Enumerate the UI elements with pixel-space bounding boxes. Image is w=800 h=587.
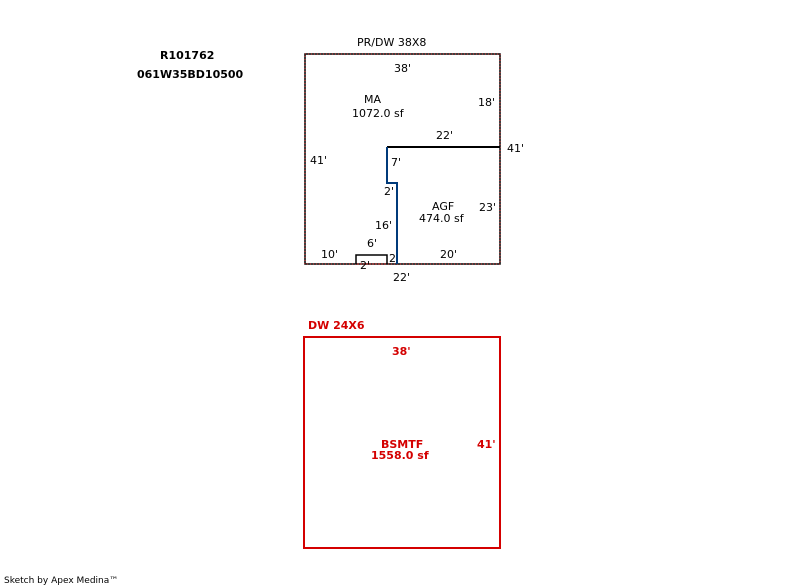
dim-agf-bottom: 20': [440, 248, 457, 261]
dim-bottom: 22': [393, 271, 410, 284]
dim-right-label: 41': [507, 142, 524, 155]
dim-top: 38': [394, 62, 411, 75]
dim-partition-lower: 16': [375, 219, 392, 232]
upper-sketch-dotted-edge: [304, 53, 501, 265]
lower-dim-top: 38': [392, 345, 411, 358]
map-number: 061W35BD10500: [137, 68, 244, 81]
dim-notch-top: 6': [367, 237, 377, 250]
parcel-id: R101762: [160, 49, 214, 62]
agf-size: 474.0 sf: [419, 212, 465, 225]
dim-step-side: 2': [384, 185, 394, 198]
lower-dim-right: 41': [477, 438, 496, 451]
bsmtf-label: BSMTF: [381, 438, 423, 451]
dim-left-bottom: 10': [321, 248, 338, 261]
ma-label: MA: [364, 93, 381, 106]
lower-sketch-outline: [303, 336, 501, 549]
dim-notch-bottom: 2': [360, 259, 370, 272]
upper-sketch-outline: [304, 53, 501, 265]
dim-inner-top: 22': [436, 129, 453, 142]
dim-right-upper: 18': [478, 96, 495, 109]
bsmtf-size: 1558.0 sf: [371, 449, 429, 462]
bottom-notch: [355, 254, 388, 264]
dim-step-top: 7': [391, 156, 401, 169]
agf-partition-wall: [386, 147, 398, 264]
upper-sketch: [304, 53, 501, 265]
dim-notch-side: 2: [389, 252, 396, 265]
agf-label: AGF: [432, 200, 454, 213]
dim-left: 41': [310, 154, 327, 167]
upper-sketch-title: PR/DW 38X8: [357, 36, 426, 49]
ma-size: 1072.0 sf: [352, 107, 405, 120]
lower-sketch-title: DW 24X6: [308, 319, 365, 332]
dim-agf-right: 23': [479, 201, 496, 214]
sketch-credit: Sketch by Apex Medina™: [4, 576, 118, 586]
